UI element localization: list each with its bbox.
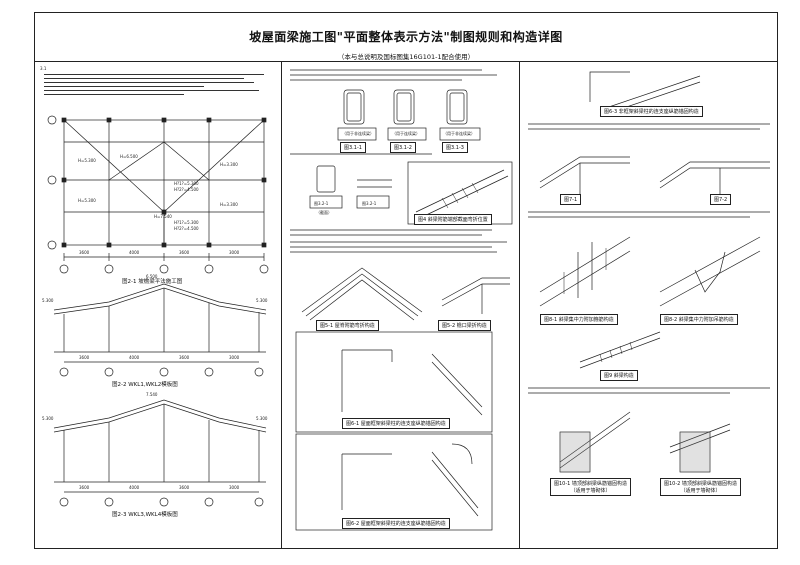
elev1-left: 5.300 (42, 298, 54, 303)
fig51-caption: 图5-1 屋脊附筋弯折构造 (316, 320, 379, 331)
dim-label: 3000 (229, 355, 240, 360)
drawing-frame (34, 12, 778, 549)
dim-label: 3600 (179, 250, 190, 255)
plan-label: H=7.540 (154, 214, 172, 219)
fig34-sub: （截面） (316, 210, 332, 215)
fig34-caption: 图3.2-1 (314, 201, 329, 206)
plan-label: H=5.300 (78, 198, 96, 203)
plan-label: H?1?=5.300 (174, 181, 199, 186)
fig82-caption: 图8-2 斜梁集中力附加吊筋构造 (660, 314, 738, 325)
fig9-caption: 图9 斜梁构造 (600, 370, 638, 381)
plan-label: H?2?=4.500 (174, 226, 199, 231)
middle-column: 图3.1-1 （用于非连续梁） 图3.1-2 （用于连续梁） 图3.1-3 （用… (282, 62, 520, 549)
dim-label: 3600 (79, 485, 90, 490)
elev2-top: 7.540 (146, 392, 158, 397)
fig31-sub: （用于非连续梁） (342, 131, 374, 136)
note-heading: 3.1 (40, 66, 47, 71)
elev2-left: 5.300 (42, 416, 54, 421)
fig32-sub: （用于连续梁） (392, 131, 420, 136)
plan-label: H=3.300 (220, 202, 238, 207)
dim-label: 3600 (179, 485, 190, 490)
note-line (44, 92, 274, 96)
right-column: 图6-3 非框架斜梁柱的连支座纵筋锚固构造 图7-1 图7-2 图8-1 斜梁集… (520, 62, 778, 549)
fig52-caption: 图5-2 檐口梁折构造 (438, 320, 491, 331)
left-notes (44, 72, 274, 96)
dim-label: 4000 (129, 250, 140, 255)
fig102-caption: 图10-2 墙顶部斜梁纵筋锚固构造 （适用于墙砌体） (660, 478, 741, 496)
note-line (44, 80, 274, 84)
plan-caption: 图2-1 坡檐梁平法施工图 (122, 279, 183, 285)
elevation-2-drawing (53, 399, 267, 507)
fig32-caption: 图3.1-2 (390, 142, 416, 153)
note-line (44, 76, 274, 80)
note-line (44, 72, 274, 76)
elev1-top: 6.500 (146, 274, 158, 279)
elev1-right: 5.300 (256, 298, 268, 303)
plan-label: H?2?=4.500 (174, 187, 199, 192)
dim-label: 3000 (229, 250, 240, 255)
elevation-1-drawing (53, 283, 267, 377)
left-column: 3.1 (34, 62, 282, 549)
fig81-caption: 图8-1 斜梁集中力附加箍筋构造 (540, 314, 618, 325)
dim-label: 4000 (129, 355, 140, 360)
fig63-caption: 图6-3 非框架斜梁柱的连支座纵筋锚固构造 (600, 106, 703, 117)
elev2-right: 5.300 (256, 416, 268, 421)
note-line (44, 84, 274, 88)
page-title: 坡屋面梁施工图"平面整体表示方法"制图规则和构造详图 (249, 30, 563, 44)
plan-label: H?1?=5.300 (174, 220, 199, 225)
fig31-caption: 图3.1-1 (340, 142, 366, 153)
plan-drawing (47, 115, 269, 274)
fig61-caption: 图6-1 屋面框架斜梁柱的连支座纵筋锚固构造 (342, 418, 450, 429)
elev2-caption: 图2-3 WKL3,WKL4模板图 (112, 512, 178, 518)
dim-label: 3600 (79, 355, 90, 360)
plan-label: H=6.500 (120, 154, 138, 159)
right-details (528, 71, 770, 473)
fig101-caption: 图10-1 墙顶部斜梁纵筋锚固构造 （适用于墙砌体） (550, 478, 631, 496)
fig4-caption: 图4 斜梁附筋端部截面弯折位置 (414, 214, 492, 225)
plan-label: H=3.300 (220, 162, 238, 167)
dim-label: 3000 (229, 485, 240, 490)
fig33-sub: （用于非连续梁） (443, 131, 475, 136)
fig72-caption: 图7-2 (710, 194, 732, 205)
elev1-caption: 图2-2 WKL1,WKL2模板图 (112, 382, 178, 388)
dim-label: 4000 (129, 485, 140, 490)
fig62-caption: 图6-2 屋面框架斜梁柱的连支座纵筋锚固构造 (342, 518, 450, 529)
fig35-caption: 图3.2-1 (362, 201, 377, 206)
title-block: 坡屋面梁施工图"平面整体表示方法"制图规则和构造详图 （本与总说明及国标图集16… (34, 12, 778, 62)
fig33-caption: 图3.1-3 (442, 142, 468, 153)
plan-label: H=5.300 (78, 158, 96, 163)
dim-label: 3600 (79, 250, 90, 255)
page-subtitle: （本与总说明及国标图集16G101-1配合使用） (337, 53, 475, 61)
middle-details (290, 69, 513, 531)
fig71-caption: 图7-1 (560, 194, 582, 205)
dim-label: 3600 (179, 355, 190, 360)
note-line (44, 88, 274, 92)
